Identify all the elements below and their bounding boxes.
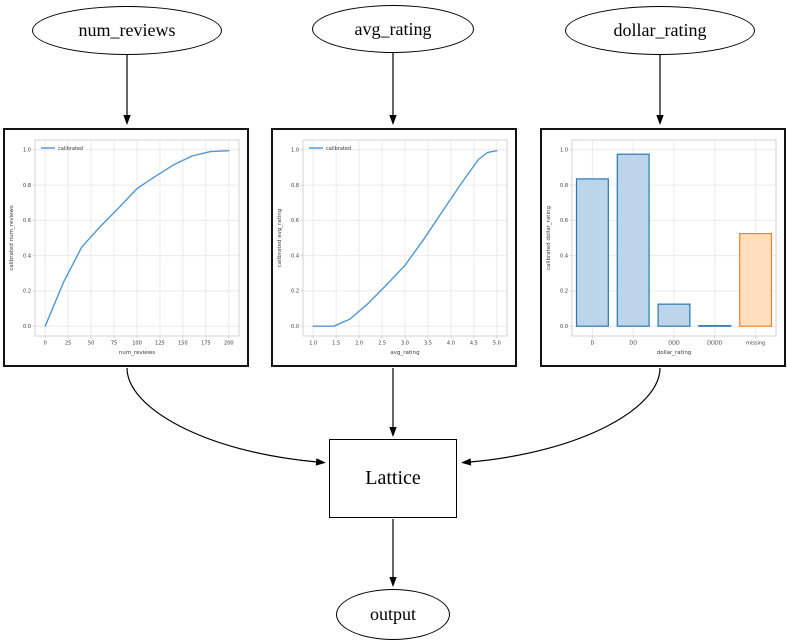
y-tick-label: 0.0 — [23, 324, 31, 330]
y-tick-label: 0.4 — [560, 253, 568, 259]
y-tick-label: 0.6 — [23, 218, 31, 224]
node-dollar-rating: dollar_rating — [565, 6, 755, 55]
y-axis-title: calibrated dollar_rating — [546, 206, 552, 270]
x-tick-label: 75 — [111, 341, 117, 347]
node-avg-rating: avg_rating — [312, 5, 474, 53]
bar-DDD — [657, 303, 691, 327]
y-tick-label: 0.6 — [291, 218, 299, 224]
node-output-label: output — [369, 604, 416, 624]
node-avg-rating-label: avg_rating — [354, 18, 432, 39]
y-tick-label: 1.0 — [291, 148, 299, 154]
x-tick-label: 1.0 — [309, 341, 317, 347]
calibrator-chart-avg-rating: 1.0 1.5 2.0 2.5 3.0 3.5 4.0 4.5 5.0 0.0 0.2 0.4 0.6 0… — [271, 128, 517, 367]
edge-calibrator3-to-lattice — [461, 367, 661, 466]
calibration-curve — [312, 150, 498, 327]
avg-rating-calibration-plot: 1.0 1.5 2.0 2.5 3.0 3.5 4.0 4.5 5.0 0.0 0.2 0.4 0.6 0… — [277, 139, 508, 356]
y-tick-label: 0.0 — [560, 324, 568, 330]
x-tick-label: 150 — [178, 341, 188, 347]
x-tick-label: 100 — [132, 341, 142, 347]
x-tick-label: 1.5 — [332, 341, 340, 347]
x-tick-label: 125 — [155, 341, 165, 347]
bar-DD — [616, 153, 650, 327]
bar-missing — [739, 232, 773, 327]
edge-calibrator1-to-lattice — [126, 367, 326, 466]
x-tick-label: DD — [629, 341, 637, 347]
node-dollar-rating-label: dollar_rating — [613, 20, 707, 40]
x-tick-label: 175 — [201, 341, 211, 347]
x-tick-label: D — [590, 341, 594, 347]
legend-label: calibrated — [326, 146, 351, 152]
x-axis-title: num_reviews — [119, 350, 155, 356]
x-tick-label: 0 — [44, 341, 47, 347]
x-tick-label: missing — [746, 341, 765, 347]
x-tick-label: 2.0 — [355, 341, 363, 347]
y-axis-title: calibrated num_reviews — [9, 205, 15, 271]
x-tick-label: 50 — [88, 341, 94, 347]
y-tick-label: 0.2 — [560, 289, 568, 295]
x-tick-label: 4.0 — [447, 341, 455, 347]
x-tick-label: 4.5 — [470, 341, 478, 347]
x-tick-label: 2.5 — [378, 341, 386, 347]
node-lattice: Lattice — [329, 439, 457, 518]
y-tick-label: 0.8 — [560, 183, 568, 189]
y-tick-label: 0.2 — [23, 289, 31, 295]
x-tick-label: 200 — [224, 341, 234, 347]
y-tick-label: 0.0 — [291, 324, 299, 330]
y-tick-label: 0.8 — [23, 183, 31, 189]
y-tick-label: 1.0 — [23, 148, 31, 154]
x-tick-label: 5.0 — [493, 341, 501, 347]
num-reviews-calibration-plot: 0 25 50 75 100 125 150 175 200 0.0 0.2 0.4 0.6 0.8 1.0… — [9, 139, 240, 356]
x-tick-label: DDDD — [707, 341, 723, 347]
bar-D — [575, 178, 609, 327]
y-tick-label: 0.4 — [291, 253, 299, 259]
y-tick-label: 1.0 — [560, 148, 568, 154]
legend-label: calibrated — [58, 146, 83, 152]
node-num-reviews: num_reviews — [32, 6, 222, 55]
x-tick-label: DDD — [668, 341, 680, 347]
y-tick-label: 0.6 — [560, 218, 568, 224]
y-axis-title: calibrated avg_rating — [277, 209, 283, 268]
node-output: output — [336, 589, 450, 640]
calibrator-chart-num-reviews: 0 25 50 75 100 125 150 175 200 0.0 0.2 0.4 0.6 0.8 1.0… — [3, 128, 249, 367]
x-axis-title: dollar_rating — [657, 350, 692, 356]
x-tick-label: 3.5 — [424, 341, 432, 347]
y-tick-label: 0.4 — [23, 253, 31, 259]
bar-DDDD — [698, 325, 732, 327]
y-tick-label: 0.8 — [291, 183, 299, 189]
x-tick-label: 25 — [65, 341, 71, 347]
x-axis-title: avg_rating — [390, 350, 419, 356]
y-tick-label: 0.2 — [291, 289, 299, 295]
node-num-reviews-label: num_reviews — [78, 20, 176, 40]
x-tick-label: 3.0 — [401, 341, 409, 347]
node-lattice-label: Lattice — [365, 467, 421, 489]
calibration-curve — [44, 150, 230, 327]
